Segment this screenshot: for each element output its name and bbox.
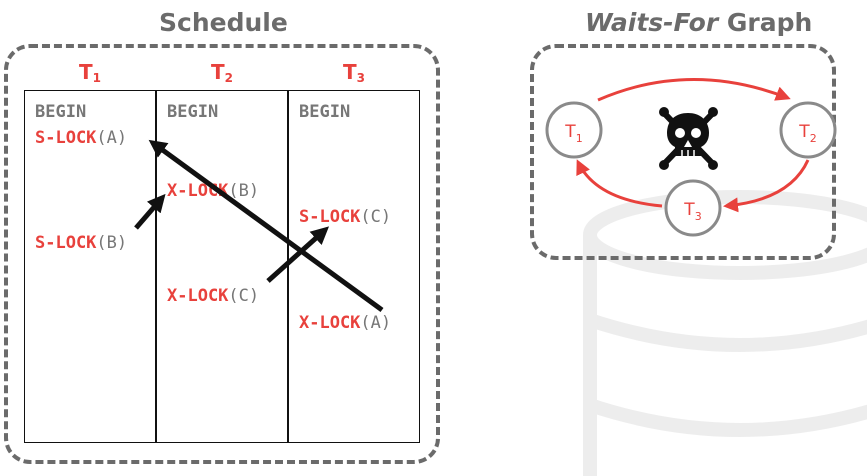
schedule-frame xyxy=(4,44,440,464)
wait-edge-t3-to-t1 xyxy=(576,159,663,208)
graph-node-t2: T2 xyxy=(779,101,837,159)
lock-argument: (A) xyxy=(360,313,392,333)
dependency-arrow-t1-to-t2 xyxy=(134,193,166,230)
txn-header-t2-name: T xyxy=(210,60,225,84)
graph-node-t1-sub: 1 xyxy=(576,132,583,145)
txn-header-t1-name: T xyxy=(78,60,93,84)
graph-node-t1-name: T xyxy=(564,122,576,142)
t1-op-s-lock-a: S-LOCK(A) xyxy=(35,128,127,148)
t3-begin: BEGIN xyxy=(299,102,351,122)
lock-argument: (B) xyxy=(96,233,128,253)
graph-node-t1: T1 xyxy=(545,101,603,159)
txn-header-t3: T3 xyxy=(288,60,420,85)
wait-edge-t2-to-t3 xyxy=(723,159,810,213)
lock-keyword: X-LOCK xyxy=(167,286,229,306)
txn-header-t1-sub: 1 xyxy=(92,71,101,85)
t2-begin: BEGIN xyxy=(167,102,219,122)
lock-argument: (C) xyxy=(228,286,260,306)
waits-for-graph-frame xyxy=(530,44,836,260)
schedule-table xyxy=(24,90,420,443)
t3-op-s-lock-c: S-LOCK(C) xyxy=(299,207,391,227)
column-divider xyxy=(155,90,157,443)
t2-op-x-lock-c: X-LOCK(C) xyxy=(167,286,259,306)
lock-argument: (C) xyxy=(360,207,392,227)
graph-node-t3-name: T xyxy=(683,200,695,220)
txn-header-t2-sub: 2 xyxy=(224,71,233,85)
txn-header-t3-name: T xyxy=(342,60,357,84)
lock-argument: (B) xyxy=(228,181,260,201)
t3-op-x-lock-a: X-LOCK(A) xyxy=(299,313,391,333)
txn-header-t2: T2 xyxy=(156,60,288,85)
waits-for-graph-title-emphasis: Waits-For xyxy=(585,8,719,37)
graph-node-t2-name: T xyxy=(798,122,810,142)
lock-argument: (A) xyxy=(96,128,128,148)
dependency-arrow-t2-to-t3 xyxy=(266,226,330,283)
svg-text:T2: T2 xyxy=(798,122,816,145)
svg-text:T1: T1 xyxy=(564,122,582,145)
lock-keyword: S-LOCK xyxy=(299,207,361,227)
graph-node-t3-sub: 3 xyxy=(695,210,702,223)
lock-keyword: S-LOCK xyxy=(35,233,97,253)
waits-for-graph-title-rest: Graph xyxy=(718,8,813,37)
graph-node-t2-sub: 2 xyxy=(810,132,817,145)
lock-keyword: S-LOCK xyxy=(35,128,97,148)
skull-crossbones-icon xyxy=(659,107,718,170)
dependency-arrow-t3-to-t1 xyxy=(148,139,384,313)
wait-edge-t1-to-t2 xyxy=(597,78,791,102)
svg-text:T3: T3 xyxy=(683,200,701,223)
lock-keyword: X-LOCK xyxy=(299,313,361,333)
txn-header-t3-sub: 3 xyxy=(356,71,365,85)
waits-for-graph-title: Waits-For Graph xyxy=(585,8,812,37)
t1-begin: BEGIN xyxy=(35,102,87,122)
t1-op-s-lock-b: S-LOCK(B) xyxy=(35,233,127,253)
txn-header-t1: T1 xyxy=(24,60,156,85)
schedule-title: Schedule xyxy=(159,8,288,37)
graph-node-t3: T3 xyxy=(664,179,722,237)
